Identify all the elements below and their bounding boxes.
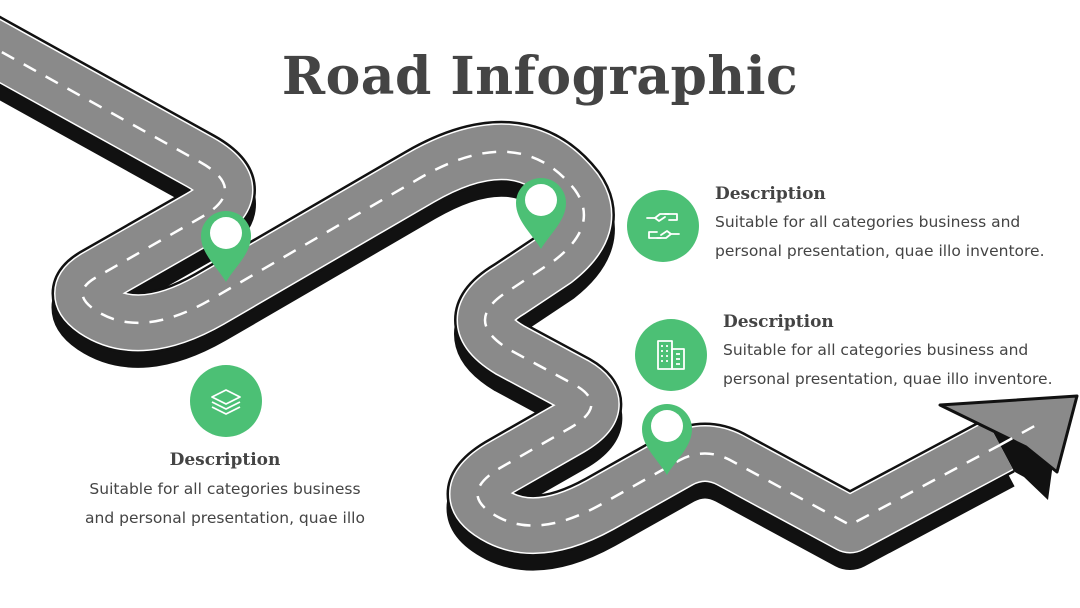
building-icon [657, 340, 685, 370]
handshake-icon [646, 213, 680, 239]
description-line: Suitable for all categories business and [723, 341, 1029, 359]
description-heading: Description [169, 450, 281, 470]
handshake-icon-badge [627, 190, 699, 262]
description-block-3: Description Suitable for all categories … [60, 450, 390, 533]
map-pin-icon [642, 404, 692, 475]
description-block-2: Description Suitable for all categories … [723, 312, 1053, 394]
description-line: personal presentation, quae illo invento… [723, 370, 1053, 388]
map-pin-icon [516, 178, 566, 249]
description-block-1: Description Suitable for all categories … [715, 184, 1045, 266]
building-icon-badge [635, 319, 707, 391]
description-heading: Description [715, 184, 826, 204]
layers-icon-badge [190, 365, 262, 437]
description-line: Suitable for all categories business and [715, 213, 1021, 231]
map-pin-icon [201, 211, 251, 282]
description-line: and personal presentation, quae illo [85, 509, 365, 527]
layers-icon [211, 389, 241, 415]
description-line: personal presentation, quae illo invento… [715, 242, 1045, 260]
page-title: Road Infographic [281, 46, 799, 107]
road-arrow-head [938, 394, 1079, 474]
description-line: Suitable for all categories business [89, 480, 361, 498]
description-heading: Description [723, 312, 834, 332]
